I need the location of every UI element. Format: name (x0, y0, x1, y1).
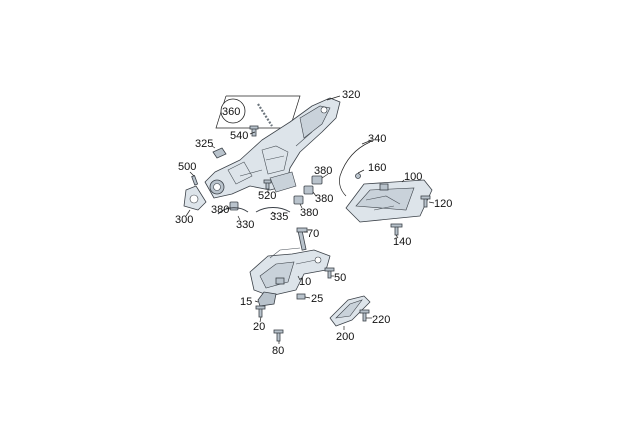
callout-520: 520 (258, 190, 276, 202)
part-220-screw (359, 309, 370, 322)
callout-380-a: 380 (314, 165, 332, 177)
callout-50: 50 (334, 272, 346, 284)
part-300-bracket (183, 185, 207, 211)
part-100-tray (345, 179, 433, 223)
part-320-carrier (204, 97, 341, 199)
part-200-trim (329, 295, 371, 327)
callout-380-d: 380 (300, 207, 318, 219)
screw-strip-360 (257, 103, 273, 127)
part-380-clip-c (229, 201, 239, 211)
part-25-clip (296, 293, 306, 300)
callout-140: 140 (393, 236, 411, 248)
callout-500: 500 (178, 161, 196, 173)
part-340-cable (339, 141, 371, 197)
part-160-connector (355, 173, 361, 179)
part-80-screw (273, 329, 284, 342)
part-120-screw (420, 195, 431, 208)
part-140-screw (390, 223, 403, 236)
callout-200: 200 (336, 331, 354, 343)
part-10-bracket (249, 247, 331, 297)
leader-lines (185, 95, 435, 344)
callout-220: 220 (372, 314, 390, 326)
callout-540: 540 (230, 130, 248, 142)
callout-320: 320 (342, 89, 360, 101)
callout-300: 300 (175, 214, 193, 226)
callout-120: 120 (434, 198, 452, 210)
callout-340: 340 (368, 133, 386, 145)
part-500-screw (191, 175, 199, 186)
callout-325: 325 (195, 138, 213, 150)
callout-10: 10 (299, 276, 311, 288)
callout-335: 335 (270, 211, 288, 223)
callout-25: 25 (311, 293, 323, 305)
callout-380-c: 380 (211, 204, 229, 216)
callout-labels: 360 320 540 325 340 500 160 380 100 520 … (175, 89, 452, 357)
callout-360: 360 (222, 106, 240, 118)
part-20-screw (255, 305, 266, 318)
part-325-clip (212, 147, 227, 159)
part-380-clip-d (293, 195, 304, 205)
part-330-cable (217, 207, 249, 215)
part-540-screw (249, 125, 259, 137)
part-520-screw (263, 179, 272, 190)
part-50-screw (324, 267, 335, 279)
part-380-clip-b (303, 185, 314, 195)
callout-80: 80 (272, 345, 284, 357)
callout-160: 160 (368, 162, 386, 174)
callout-70: 70 (307, 228, 319, 240)
callout-380-b: 380 (315, 193, 333, 205)
callout-100: 100 (404, 171, 422, 183)
callout-20: 20 (253, 321, 265, 333)
part-70-bolt (296, 227, 308, 251)
part-335-cable (255, 207, 291, 213)
part-15-cover (257, 291, 277, 307)
callout-15: 15 (240, 296, 252, 308)
callout-330: 330 (236, 219, 254, 231)
part-380-clip-a (311, 175, 323, 185)
